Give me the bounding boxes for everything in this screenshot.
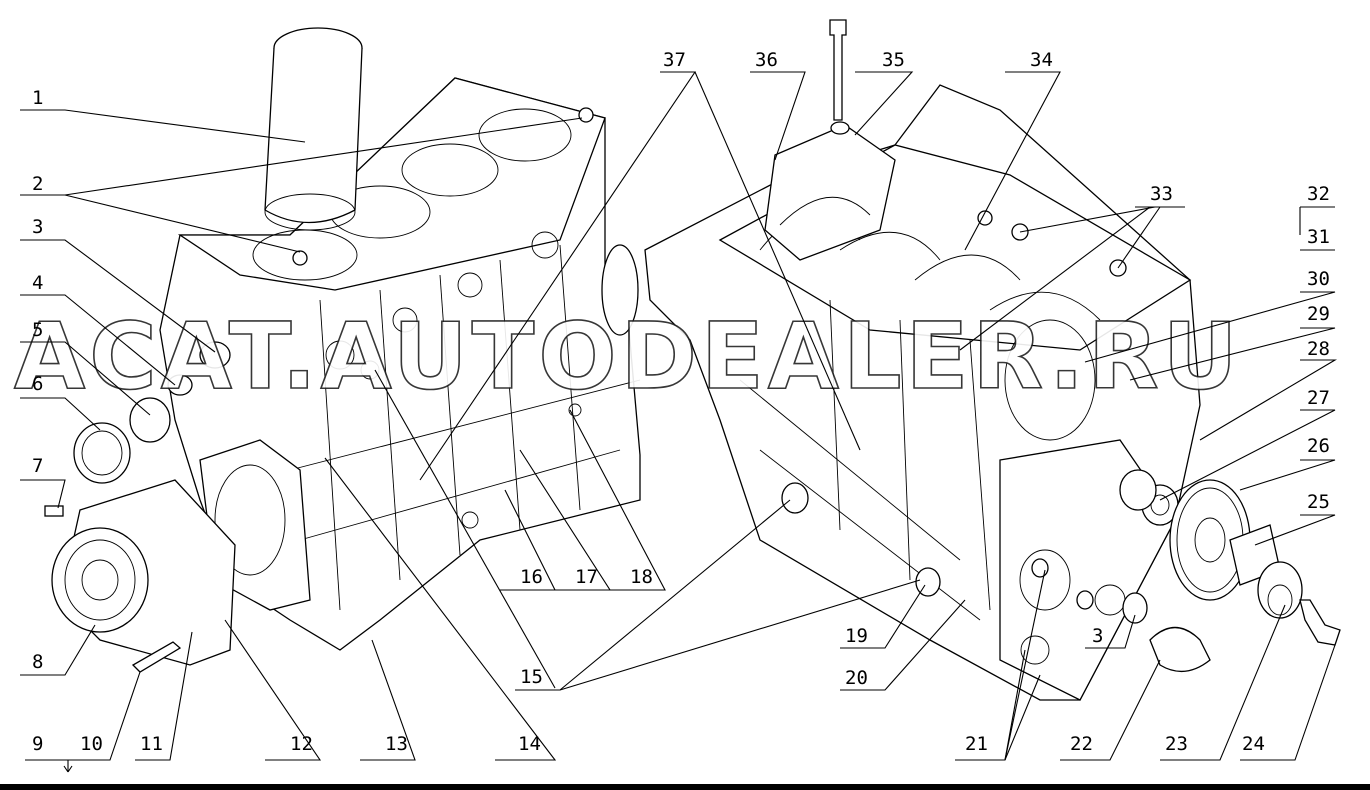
callout-22: 22: [1070, 733, 1093, 755]
callout-29: 29: [1307, 303, 1330, 325]
callout-37: 37: [663, 49, 686, 71]
cap-bolt: [829, 19, 847, 121]
callout-34: 34: [1030, 49, 1053, 71]
callout-13: 13: [385, 733, 408, 755]
bottom-border: [0, 784, 1370, 790]
bolt-2-top: [578, 107, 594, 123]
callout-6: 6: [32, 373, 43, 395]
callout-23: 23: [1165, 733, 1188, 755]
callout-1: 1: [32, 87, 43, 109]
seal-ring-3-right: [1122, 592, 1148, 624]
dowel-pin-7: [44, 505, 64, 517]
bolt-2-deck: [292, 250, 308, 266]
left-cylinder-block: [159, 77, 641, 651]
idler-bolt: [1299, 599, 1341, 646]
leader-lines: [20, 71, 1338, 773]
callout-11: 11: [140, 733, 163, 755]
seal-ring-3: [199, 341, 231, 369]
callout-20: 20: [845, 667, 868, 689]
cylinder-liner: [264, 27, 363, 231]
callout-17: 17: [575, 566, 598, 588]
callout-36: 36: [755, 49, 778, 71]
callout-3-right: 3: [1092, 625, 1103, 647]
callout-16: 16: [520, 566, 543, 588]
callout-7: 7: [32, 455, 43, 477]
callout-19: 19: [845, 625, 868, 647]
callout-26: 26: [1307, 435, 1330, 457]
cam-bushing: [1149, 626, 1211, 672]
bolt-10: [131, 641, 182, 673]
callout-4: 4: [32, 272, 43, 294]
callout-15: 15: [520, 666, 543, 688]
callout-3: 3: [32, 216, 43, 238]
callout-18: 18: [630, 566, 653, 588]
callout-33: 33: [1150, 183, 1173, 205]
callout-27: 27: [1307, 387, 1330, 409]
callout-14: 14: [518, 733, 541, 755]
thrust-plate: [1257, 561, 1303, 619]
rear-seal-housing: [51, 479, 236, 666]
callout-10: 10: [80, 733, 103, 755]
callout-30: 30: [1307, 268, 1330, 290]
callout-8: 8: [32, 651, 43, 673]
callout-32: 32: [1307, 183, 1330, 205]
callout-25: 25: [1307, 491, 1330, 513]
callout-2: 2: [32, 173, 43, 195]
callout-labels: 1 2 3 4 5 6 7 8 9 10 11 12 13 14 15 16 1…: [32, 49, 1330, 755]
callout-35: 35: [882, 49, 905, 71]
callout-28: 28: [1307, 338, 1330, 360]
watermark: ACAT.AUTODEALER.RU: [14, 303, 1241, 410]
plug-4: [167, 374, 193, 396]
callout-9: 9: [32, 733, 43, 755]
callout-5: 5: [32, 319, 43, 341]
bushing-5: [129, 397, 171, 443]
callout-12: 12: [290, 733, 313, 755]
oil-seal: [73, 422, 131, 484]
callout-21: 21: [965, 733, 988, 755]
idler-gear-left: [601, 244, 639, 336]
callout-31: 31: [1307, 226, 1330, 248]
callout-24: 24: [1242, 733, 1265, 755]
